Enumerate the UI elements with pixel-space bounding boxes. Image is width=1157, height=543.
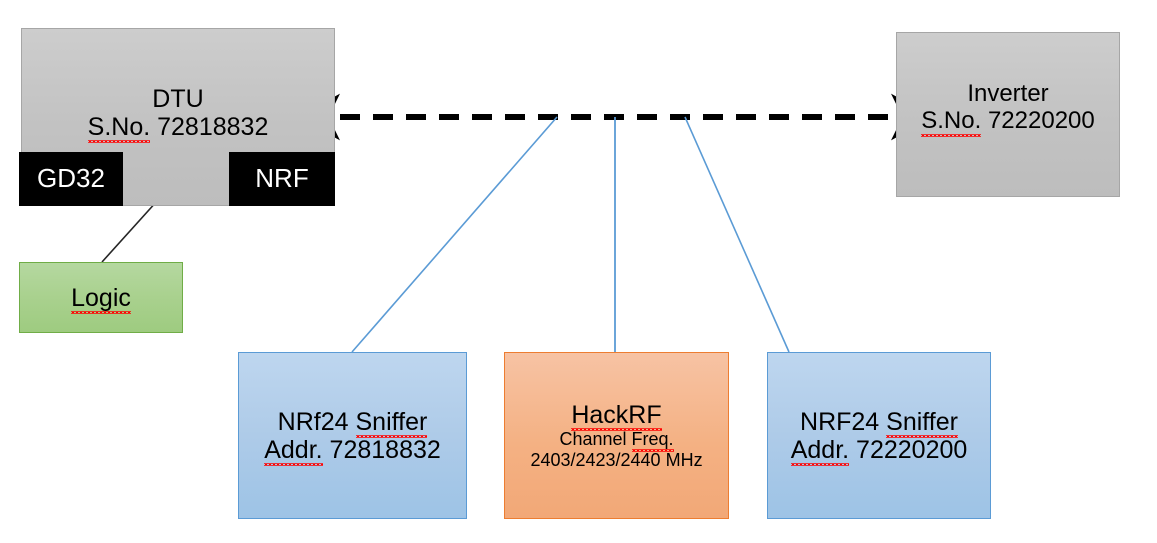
inverter-serial-value: 72220200 [987, 106, 1095, 134]
hackrf-freq-word: Freq. [631, 429, 674, 452]
sniffer-right-addr-value: 72220200 [856, 435, 968, 464]
sniffer-right-addr: Addr. 72220200 [790, 435, 968, 466]
hackrf-channel-label: Channel Freq. [559, 429, 674, 452]
node-inverter[interactable]: Inverter S.No. 72220200 [896, 32, 1120, 197]
hackrf-frequencies: 2403/2423/2440 MHz [530, 449, 703, 470]
node-logic[interactable]: Logic [19, 262, 183, 333]
dtu-serial-value: 72818832 [157, 113, 269, 141]
node-sniffer-left[interactable]: NRf24 Sniffer Addr. 72818832 [238, 352, 467, 519]
connector-sniffer-right-tap [684, 116, 790, 353]
inverter-serial: S.No. 72220200 [921, 106, 1095, 137]
logic-label: Logic [71, 283, 131, 314]
sniffer-right-title: NRF24 Sniffer [800, 407, 958, 438]
gd32-label: GD32 [37, 163, 105, 194]
node-nrf[interactable]: NRF [229, 152, 335, 206]
inverter-title: Inverter [967, 80, 1049, 107]
sniffer-left-addr-value: 72818832 [329, 435, 441, 464]
sniffer-left-chip: NRf24 [277, 407, 349, 436]
dtu-serial-prefix: S.No. [87, 113, 151, 143]
hackrf-title: HackRF [571, 401, 662, 432]
connector-sniffer-left-tap [351, 116, 558, 353]
sniffer-left-addr: Addr. 72818832 [264, 435, 441, 466]
dtu-serial: S.No. 72818832 [87, 113, 269, 143]
sniffer-right-chip: NRF24 [800, 407, 880, 436]
node-sniffer-right[interactable]: NRF24 Sniffer Addr. 72220200 [767, 352, 991, 519]
inverter-serial-prefix: S.No. [921, 106, 982, 137]
sniffer-left-addr-prefix: Addr. [264, 435, 323, 466]
hackrf-channel-word: Channel [559, 429, 627, 450]
node-gd32[interactable]: GD32 [19, 152, 123, 206]
sniffer-left-role: Sniffer [355, 407, 428, 438]
sniffer-left-title: NRf24 Sniffer [277, 407, 428, 438]
node-hackrf[interactable]: HackRF Channel Freq. 2403/2423/2440 MHz [504, 352, 729, 519]
sniffer-right-addr-prefix: Addr. [790, 435, 850, 466]
hackrf-title-text: HackRF [571, 401, 662, 432]
nrf-label: NRF [255, 163, 309, 194]
dtu-title: DTU [152, 85, 204, 113]
sniffer-right-role: Sniffer [886, 407, 958, 438]
